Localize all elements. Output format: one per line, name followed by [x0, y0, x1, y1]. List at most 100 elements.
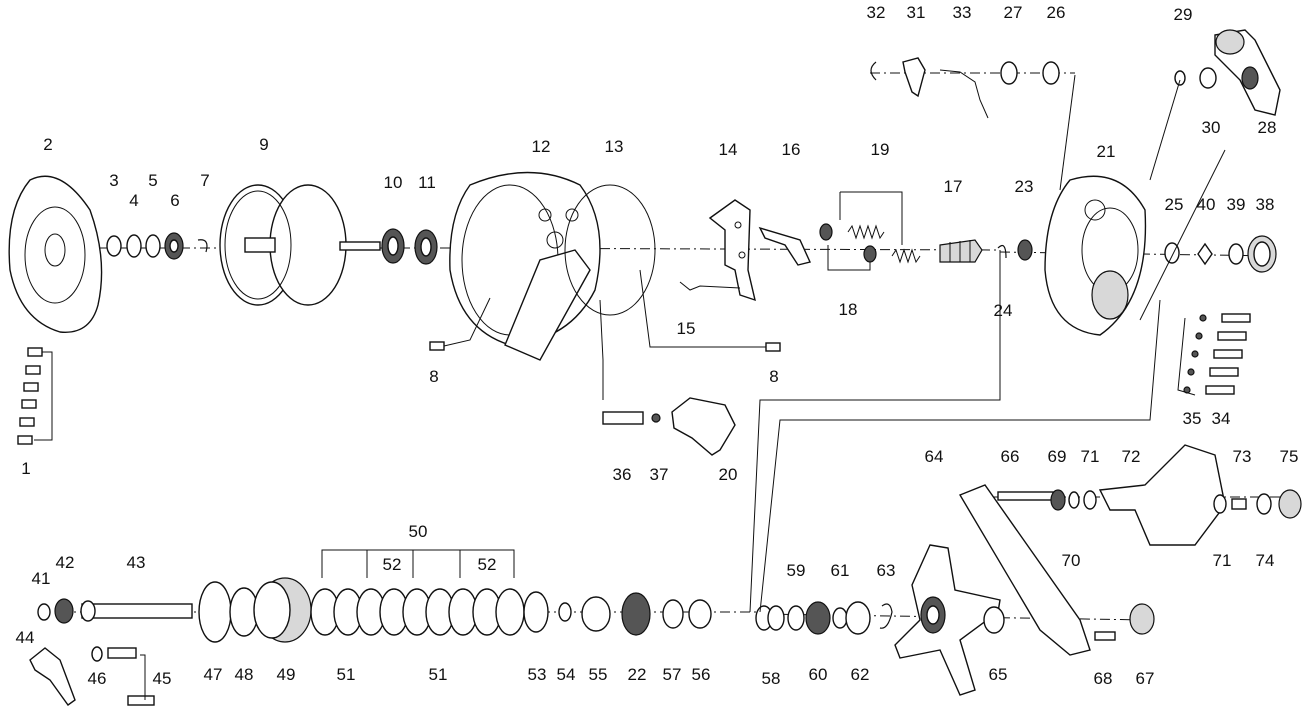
part-number-19: 19 — [871, 140, 890, 159]
part-17-pinion-gear — [939, 239, 983, 263]
part-number-15: 15 — [677, 319, 696, 338]
part-number-55: 55 — [589, 665, 608, 684]
part-number-16: 16 — [782, 140, 801, 159]
part-number-53: 53 — [528, 665, 547, 684]
part-number-7: 7 — [200, 171, 209, 190]
part-number-71: 71 — [1213, 551, 1232, 570]
part-number-12: 12 — [532, 137, 551, 156]
parts-10-11-bearings — [381, 228, 438, 265]
part-number-8: 8 — [429, 367, 438, 386]
part-number-26: 26 — [1047, 3, 1066, 22]
part-number-1: 1 — [21, 459, 30, 478]
part-number-52: 52 — [478, 555, 497, 574]
part-number-54: 54 — [557, 665, 576, 684]
part-number-30: 30 — [1202, 118, 1221, 137]
part-number-36: 36 — [613, 465, 632, 484]
part-number-14: 14 — [719, 140, 738, 159]
part-number-66: 66 — [1001, 447, 1020, 466]
part-number-8: 8 — [769, 367, 778, 386]
part-number-71: 71 — [1081, 447, 1100, 466]
part-8-pins — [429, 269, 781, 352]
part-number-72: 72 — [1122, 447, 1141, 466]
parts-25-38-38-cap — [1164, 235, 1277, 273]
part-number-49: 49 — [277, 665, 296, 684]
part-2-side-plate — [8, 175, 103, 333]
parts-23-24-bearing-clip — [997, 239, 1033, 261]
part-number-10: 10 — [384, 173, 403, 192]
part-9-spool — [219, 184, 381, 306]
part-64-star-drag — [894, 544, 1001, 696]
part-number-68: 68 — [1094, 669, 1113, 688]
parts-50-53-drag-washers — [310, 549, 549, 636]
part-number-40: 40 — [1197, 195, 1216, 214]
part-number-51: 51 — [429, 665, 448, 684]
part-number-35: 35 — [1183, 409, 1202, 428]
part-number-60: 60 — [809, 665, 828, 684]
part-number-labels: 1 2 3 4 5 6 7 8 8 9 10 11 12 13 14 15 16… — [16, 3, 1299, 688]
part-number-41: 41 — [32, 569, 51, 588]
parts-34-35-screws — [1177, 313, 1251, 396]
part-number-11: 11 — [418, 173, 436, 192]
guide-lines — [749, 74, 1226, 613]
part-15-spring — [679, 281, 741, 291]
part-number-6: 6 — [170, 191, 179, 210]
part-number-73: 73 — [1233, 447, 1252, 466]
parts-47-49-gears — [198, 577, 312, 643]
part-number-69: 69 — [1048, 447, 1067, 466]
parts-69-75-knob — [1050, 444, 1302, 546]
part-number-45: 45 — [153, 669, 172, 688]
part-number-20: 20 — [719, 465, 738, 484]
part-number-39: 39 — [1227, 195, 1246, 214]
part-number-25: 25 — [1165, 195, 1184, 214]
part-number-67: 67 — [1136, 669, 1155, 688]
part-number-24: 24 — [994, 301, 1013, 320]
part-13-ring — [564, 184, 656, 316]
part-number-31: 31 — [907, 3, 926, 22]
part-number-22: 22 — [628, 665, 647, 684]
part-number-21: 21 — [1097, 142, 1116, 161]
part-number-64: 64 — [925, 447, 944, 466]
part-number-37: 37 — [650, 465, 669, 484]
part-number-50: 50 — [409, 522, 428, 541]
part-21-side-plate — [1044, 175, 1147, 336]
part-number-18: 18 — [839, 300, 858, 319]
part-number-74: 74 — [1256, 551, 1275, 570]
part-number-4: 4 — [129, 191, 138, 210]
part-number-32: 32 — [867, 3, 886, 22]
part-14-clutch-plate — [708, 199, 756, 302]
part-number-75: 75 — [1280, 447, 1299, 466]
part-number-38: 38 — [1256, 195, 1275, 214]
parts-41-45-left-shaft — [29, 598, 193, 706]
parts-58-63-washers — [755, 601, 893, 635]
part-number-43: 43 — [127, 553, 146, 572]
parts-54-57-bearings — [558, 592, 712, 636]
part-number-2: 2 — [43, 135, 52, 154]
parts-65-68-handle — [958, 484, 1155, 656]
part-number-34: 34 — [1212, 409, 1231, 428]
part-number-44: 44 — [16, 628, 35, 647]
parts-28-30-star-drag — [1174, 29, 1281, 116]
part-number-9: 9 — [259, 135, 268, 154]
part-12-frame — [449, 171, 601, 361]
part-number-52: 52 — [383, 555, 402, 574]
part-number-33: 33 — [953, 3, 972, 22]
part-number-65: 65 — [989, 665, 1008, 684]
part-number-23: 23 — [1015, 177, 1034, 196]
part-number-48: 48 — [235, 665, 254, 684]
part-number-28: 28 — [1258, 118, 1277, 137]
part-number-46: 46 — [88, 669, 107, 688]
part-number-42: 42 — [56, 553, 75, 572]
parts-26-33-top-parts — [870, 57, 1060, 119]
part-number-59: 59 — [787, 561, 806, 580]
parts-3-to-7-washers — [106, 232, 208, 260]
part-number-17: 17 — [944, 177, 963, 196]
parts-16-19-levers-springs — [758, 191, 921, 271]
part-1-screws — [17, 347, 53, 445]
part-number-27: 27 — [1004, 3, 1023, 22]
part-number-51: 51 — [337, 665, 356, 684]
part-number-3: 3 — [109, 171, 118, 190]
part-number-70: 70 — [1062, 551, 1081, 570]
part-number-63: 63 — [877, 561, 896, 580]
part-number-62: 62 — [851, 665, 870, 684]
